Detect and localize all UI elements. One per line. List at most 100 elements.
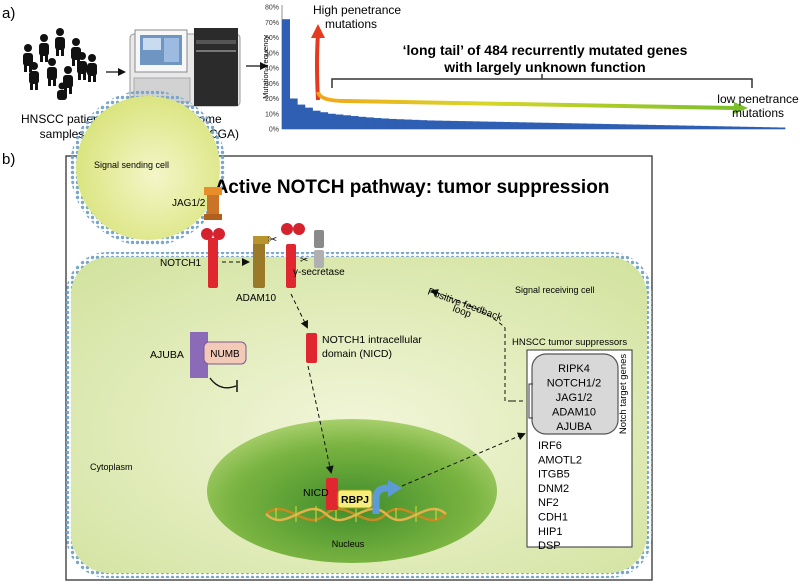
- notch-target-gene: RIPK4: [558, 363, 590, 375]
- jag-ligand: [204, 187, 222, 220]
- notch1-receptor: [201, 228, 225, 288]
- positive-feedback-arrow: [430, 289, 512, 402]
- chart-bar: [571, 123, 580, 129]
- chart-bar: [746, 126, 755, 129]
- tumor-suppressors-title: HNSCC tumor suppressors: [512, 337, 627, 348]
- target-bracket: [528, 383, 533, 419]
- long-tail-bracket: [331, 78, 753, 88]
- transcription-arrowhead: [388, 480, 402, 497]
- chart-bar: [594, 123, 603, 129]
- chart-bar: [358, 116, 367, 129]
- chart-bar: [381, 118, 390, 129]
- chart-bar: [472, 121, 481, 129]
- tumor-suppressor-gene: NF2: [538, 497, 559, 509]
- chart-bar: [426, 120, 435, 129]
- chart-bar: [396, 119, 405, 129]
- rbpj-protein: [337, 489, 373, 509]
- chart-bar: [640, 124, 649, 129]
- chart-bar: [434, 120, 443, 129]
- jag-label: JAG1/2: [172, 198, 206, 209]
- chart-bar: [350, 116, 359, 129]
- chart-bar: [716, 126, 725, 129]
- chart-bar: [327, 113, 336, 129]
- high-penetrance-arrow: [315, 33, 320, 101]
- chart-bar: [693, 125, 702, 129]
- chart-bar: [388, 118, 397, 129]
- chart-bar: [335, 114, 344, 129]
- tumor-suppressor-gene: DNM2: [538, 483, 569, 495]
- nicd-label: NOTCH1 intracellular: [322, 334, 422, 346]
- chart-bar: [304, 107, 313, 129]
- long-tail-label: with largely unknown function: [443, 59, 645, 75]
- notch-target-gene: JAG1/2: [556, 392, 593, 404]
- chart-ylabel: Mutation frequency: [261, 35, 270, 99]
- long-tail-arrow: [316, 91, 736, 110]
- chart-y-tick-label: 40%: [265, 66, 279, 73]
- tumor-suppressor-gene: IRF6: [538, 440, 562, 452]
- chart-bar: [442, 120, 451, 129]
- tumor-suppressor-gene: ITGB5: [538, 469, 570, 481]
- chart-bar: [724, 126, 733, 129]
- high-penetrance-label: High penetrance: [313, 3, 401, 17]
- high-penetrance-arrowhead: [311, 24, 325, 38]
- chart-bar: [365, 117, 374, 129]
- chart-bar: [708, 126, 717, 129]
- chart-bar: [602, 123, 611, 129]
- chart-bar: [685, 125, 694, 129]
- nicd-fragment: [306, 333, 317, 363]
- gamma-secretase: [314, 230, 324, 268]
- chart-bar: [609, 124, 618, 129]
- chart-bar: [617, 124, 626, 129]
- nicd-nuclear-label: NICD: [303, 487, 329, 499]
- ajuba-protein: [190, 332, 208, 378]
- chart-bar: [403, 119, 412, 129]
- chart-bar: [480, 121, 489, 129]
- chart-bar: [579, 123, 588, 129]
- cytoplasm-label: Cytoplasm: [90, 462, 133, 472]
- rbpj-label: RBPJ: [341, 494, 369, 506]
- chart-y-tick-label: 30%: [265, 81, 279, 88]
- nucleus-label: Nucleus: [332, 539, 365, 549]
- chart-y-tick-label: 0%: [269, 127, 279, 134]
- chart-bar: [320, 112, 329, 129]
- dna-helix: [265, 506, 447, 522]
- gamma-secretase-label: γ-secretase: [293, 267, 345, 278]
- chart-bar: [373, 118, 382, 129]
- chart-bar: [297, 104, 306, 129]
- notch-target-genes-label: Notch target genes: [618, 354, 629, 435]
- high-penetrance-label: mutations: [325, 17, 377, 31]
- patients-caption: samples: [40, 127, 85, 141]
- chart-bar: [464, 121, 473, 129]
- chart-y-tick-label: 70%: [265, 20, 279, 27]
- chart-y-tick-label: 80%: [265, 5, 279, 12]
- tumor-suppressor-gene: CDH1: [538, 512, 568, 524]
- panel-a-label: a): [2, 5, 15, 22]
- mutation-frequency-chart: Mutation frequency 0%10%20%30%40%50%60%7…: [261, 5, 786, 134]
- transcription-to-targets-arrow: [401, 432, 526, 487]
- patients-caption: HNSCC patient: [21, 112, 104, 126]
- chart-bar: [342, 115, 351, 129]
- scissors-icon: ✂: [300, 255, 308, 266]
- chart-bar: [457, 121, 466, 129]
- chart-bar: [541, 122, 550, 129]
- chart-bar: [769, 127, 778, 129]
- chart-bar: [282, 19, 291, 130]
- chart-bar: [670, 125, 679, 129]
- chart-bar: [548, 122, 557, 129]
- panel-b-label: b): [2, 151, 15, 168]
- cleavage-to-nicd-arrow: [290, 293, 308, 329]
- chart-bar: [556, 123, 565, 129]
- chart-bar: [632, 124, 641, 129]
- chart-bar: [525, 122, 534, 129]
- tumor-suppressor-gene: HIP1: [538, 526, 562, 538]
- chart-bar: [419, 120, 428, 129]
- chart-bar: [411, 119, 420, 129]
- chart-y-tick-label: 50%: [265, 50, 279, 57]
- chart-y-tick-label: 60%: [265, 35, 279, 42]
- tumor-suppressor-gene: AMOTL2: [538, 454, 582, 466]
- cleaved-notch-receptor: [281, 223, 305, 288]
- chart-bar: [518, 122, 527, 129]
- chart-bar: [647, 124, 656, 129]
